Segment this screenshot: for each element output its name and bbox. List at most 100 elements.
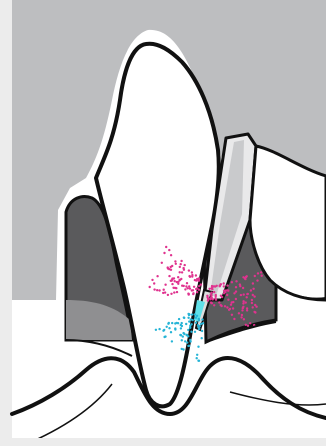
spray-dot bbox=[194, 313, 196, 315]
spray-dot bbox=[187, 317, 189, 319]
spray-dot bbox=[223, 282, 225, 284]
spray-dot bbox=[251, 302, 253, 304]
spray-dot bbox=[192, 292, 194, 294]
spray-dot bbox=[190, 331, 192, 333]
spray-dot bbox=[196, 354, 198, 356]
spray-dot bbox=[224, 305, 226, 307]
spray-dot bbox=[153, 282, 155, 284]
spray-dot bbox=[254, 275, 256, 277]
spray-dot bbox=[185, 323, 187, 325]
spray-dot bbox=[261, 275, 263, 277]
spray-dot bbox=[214, 298, 216, 300]
spray-dot bbox=[198, 360, 200, 362]
spray-dot bbox=[211, 297, 213, 299]
spray-dot bbox=[171, 283, 173, 285]
spray-dot bbox=[182, 267, 184, 269]
spray-dot bbox=[170, 254, 172, 256]
spray-dot bbox=[250, 289, 252, 291]
spray-dot bbox=[179, 271, 181, 273]
spray-dot bbox=[235, 280, 237, 282]
spray-dot bbox=[252, 288, 254, 290]
spray-dot bbox=[173, 291, 175, 293]
spray-dot bbox=[186, 334, 188, 336]
spray-dot bbox=[198, 285, 200, 287]
spray-dot bbox=[176, 291, 178, 293]
spray-dot bbox=[231, 314, 233, 316]
spray-dot bbox=[242, 287, 244, 289]
spray-dot bbox=[235, 286, 237, 288]
spray-dot bbox=[171, 322, 173, 324]
spray-dot bbox=[226, 306, 228, 308]
bottom-edge bbox=[12, 438, 326, 446]
spray-dot bbox=[206, 295, 208, 297]
spray-dot bbox=[170, 266, 172, 268]
spray-dot bbox=[249, 322, 251, 324]
spray-dot bbox=[191, 275, 193, 277]
spray-dot bbox=[213, 291, 215, 293]
spray-dot bbox=[208, 288, 210, 290]
spray-dot bbox=[211, 285, 213, 287]
spray-dot bbox=[260, 271, 262, 273]
spray-dot bbox=[191, 313, 193, 315]
spray-dot bbox=[252, 282, 254, 284]
spray-dot bbox=[156, 275, 158, 277]
spray-dot bbox=[181, 325, 183, 327]
spray-dot bbox=[180, 263, 182, 265]
spray-dot bbox=[174, 322, 176, 324]
spray-dot bbox=[242, 300, 244, 302]
spray-dot bbox=[158, 328, 160, 330]
spray-dot bbox=[231, 281, 233, 283]
spray-dot bbox=[198, 289, 200, 291]
spray-dot bbox=[201, 337, 203, 339]
spray-dot bbox=[165, 246, 167, 248]
spray-dot bbox=[240, 316, 242, 318]
spray-dot bbox=[189, 287, 191, 289]
spray-dot bbox=[207, 299, 209, 301]
spray-dot bbox=[228, 309, 230, 311]
spray-dot bbox=[195, 288, 197, 290]
spray-dot bbox=[158, 289, 160, 291]
spray-dot bbox=[167, 323, 169, 325]
spray-dot bbox=[182, 332, 184, 334]
spray-dot bbox=[220, 283, 222, 285]
spray-dot bbox=[233, 318, 235, 320]
spray-dot bbox=[184, 340, 186, 342]
spray-dot bbox=[194, 331, 196, 333]
spray-dot bbox=[171, 340, 173, 342]
spray-dot bbox=[170, 293, 172, 295]
spray-dot bbox=[190, 318, 192, 320]
spray-dot bbox=[189, 276, 191, 278]
spray-dot bbox=[188, 320, 190, 322]
spray-dot bbox=[246, 307, 248, 309]
spray-dot bbox=[210, 292, 212, 294]
spray-dot bbox=[179, 266, 181, 268]
spray-dot bbox=[198, 328, 200, 330]
spray-dot bbox=[196, 315, 198, 317]
spray-dot bbox=[242, 307, 244, 309]
spray-dot bbox=[163, 252, 165, 254]
spray-dot bbox=[187, 313, 189, 315]
spray-dot bbox=[164, 284, 166, 286]
spray-dot bbox=[174, 260, 176, 262]
spray-dot bbox=[211, 288, 213, 290]
spray-dot bbox=[163, 289, 165, 291]
spray-dot bbox=[239, 283, 241, 285]
spray-dot bbox=[151, 279, 153, 281]
spray-dot bbox=[247, 325, 249, 327]
spray-dot bbox=[233, 292, 235, 294]
spray-dot bbox=[198, 318, 200, 320]
spray-dot bbox=[184, 288, 186, 290]
spray-dot bbox=[187, 329, 189, 331]
spray-dot bbox=[186, 341, 188, 343]
spray-dot bbox=[201, 330, 203, 332]
spray-dot bbox=[167, 294, 169, 296]
spray-dot bbox=[181, 339, 183, 341]
spray-dot bbox=[196, 357, 198, 359]
spray-dot bbox=[252, 294, 254, 296]
spray-dot bbox=[196, 278, 198, 280]
spray-dot bbox=[214, 285, 216, 287]
spray-dot bbox=[180, 334, 182, 336]
spray-dot bbox=[247, 293, 249, 295]
spray-dot bbox=[240, 294, 242, 296]
